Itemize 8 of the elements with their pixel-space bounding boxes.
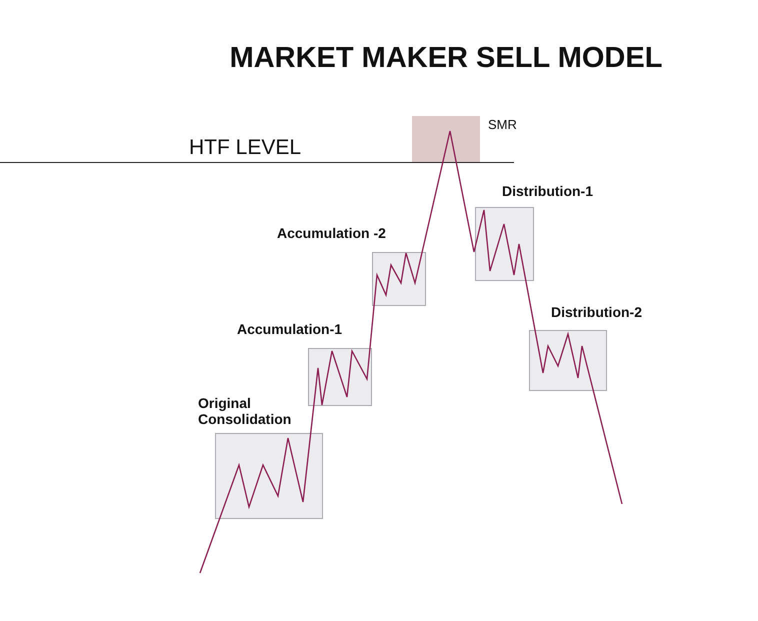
zone-label: Accumulation-1 [237, 321, 342, 337]
zone-label: Distribution-2 [551, 304, 642, 320]
level-label: HTF LEVEL [189, 135, 302, 161]
zone-label: SMR [488, 117, 517, 133]
zone-label: Original Consolidation [198, 395, 292, 427]
zone-label: Distribution-1 [502, 183, 593, 199]
zone-label: Accumulation -2 [277, 225, 386, 241]
diagram-title: MARKET MAKER SELL MODEL [228, 41, 664, 76]
